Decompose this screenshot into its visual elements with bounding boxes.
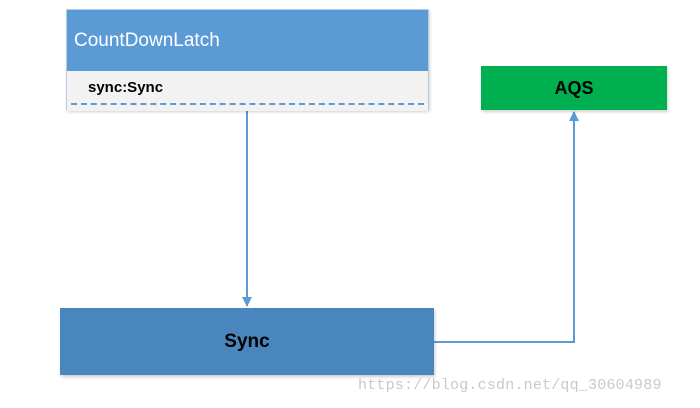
countdownlatch-field-sync: sync:Sync [67,71,428,111]
edge-sync-to-aqs [434,111,579,343]
aqs-box: AQS [481,66,667,110]
watermark: https://blog.csdn.net/qq_30604989 [358,377,662,394]
countdownlatch-title: CountDownLatch [67,10,428,71]
countdownlatch-class-box: CountDownLatch sync:Sync [66,9,429,111]
sync-box: Sync [60,308,434,375]
field-separator [71,103,424,105]
